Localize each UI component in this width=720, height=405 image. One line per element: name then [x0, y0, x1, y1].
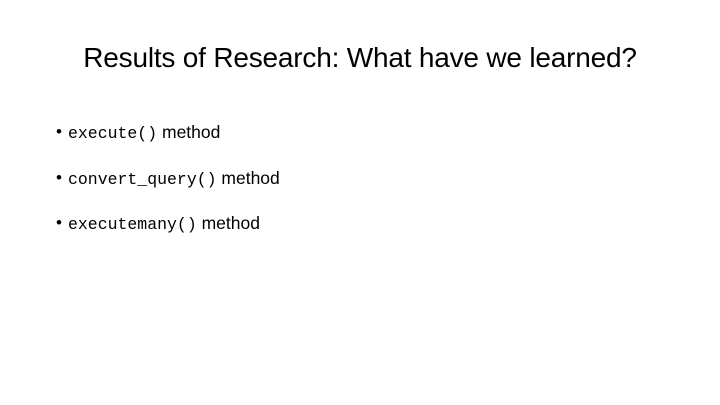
bullet-dot: •: [56, 167, 62, 187]
method-suffix: method: [196, 213, 260, 233]
bullet-text: execute() method: [68, 118, 220, 148]
method-suffix: method: [216, 167, 280, 188]
bullet-text: executemany() method: [68, 209, 260, 239]
method-name: executemany(): [68, 215, 197, 234]
bullet-dot: •: [56, 122, 62, 141]
method-name: convert_query(): [68, 169, 217, 189]
method-suffix: method: [157, 122, 221, 142]
slide-title: Results of Research: What have we learne…: [83, 42, 637, 73]
bullet-text: convert_query() method: [68, 164, 280, 194]
bullet-dot: •: [56, 213, 62, 232]
method-name: execute(): [68, 124, 158, 143]
